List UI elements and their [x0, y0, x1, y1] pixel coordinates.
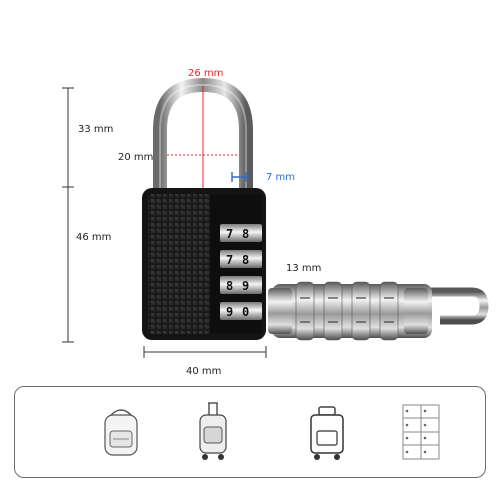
dim-shackle-inner: 20 mm — [118, 152, 153, 163]
locker-icon — [402, 404, 440, 460]
dial-2-digit-b: 8 — [242, 253, 249, 267]
dim-lock-depth: 13 mm — [286, 263, 321, 274]
width-dimension-line — [143, 346, 267, 358]
combination-dials: 7 8 7 8 8 9 9 0 — [220, 224, 262, 320]
padlock-scene: 7 8 7 8 8 9 9 0 26 mm 33 mm — [62, 68, 489, 377]
backpack-icon — [104, 409, 138, 456]
dim-shackle-thickness: 7 mm — [266, 172, 295, 183]
shackle-inner-dimension — [167, 86, 239, 192]
backpack-slot — [91, 401, 151, 463]
dim-body-width: 40 mm — [186, 366, 221, 377]
dial-4-digit-b: 0 — [242, 305, 249, 319]
suitcase-icon — [310, 406, 344, 460]
dim-shackle-height: 33 mm — [78, 124, 113, 135]
use-case-panel — [14, 386, 486, 478]
dial-3-digit-a: 8 — [226, 279, 233, 293]
dim-shackle-width: 26 mm — [188, 68, 223, 79]
dial-3-digit-b: 9 — [242, 279, 249, 293]
dial-1-digit-b: 8 — [242, 227, 249, 241]
shackle-thickness-marker — [231, 172, 247, 182]
main-shackle — [153, 77, 253, 195]
rolling-bag-icon — [199, 402, 227, 460]
dial-1-digit-a: 7 — [226, 227, 233, 241]
dim-body-height: 46 mm — [76, 232, 111, 243]
dial-2-digit-a: 7 — [226, 253, 233, 267]
locker-slot — [391, 401, 451, 463]
side-lock — [268, 281, 489, 341]
dial-4-digit-a: 9 — [226, 305, 233, 319]
height-dimension-lines — [62, 87, 74, 343]
suitcase-slot — [297, 401, 357, 463]
rolling-bag-slot — [183, 401, 243, 463]
